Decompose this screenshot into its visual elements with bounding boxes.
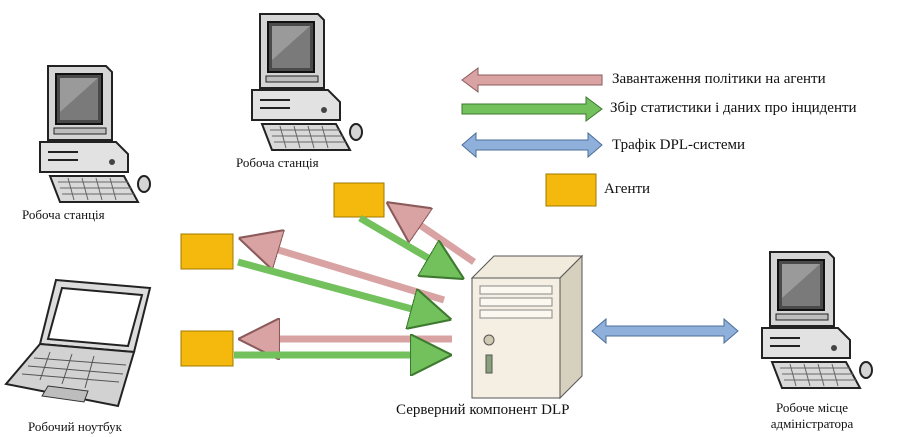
admin-workstation-icon: [761, 251, 873, 389]
legend-stats-label: Збір статистики і даних про інциденти: [610, 100, 857, 116]
admin-label-line1: Робоче місце: [775, 400, 849, 415]
workstation-left-label: Робоча станція: [22, 207, 105, 222]
workstation-left-icon: [39, 65, 151, 203]
legend-agents-label: Агенти: [604, 181, 651, 197]
policy-arrow-top: [398, 210, 476, 265]
legend-traffic-arrow: [461, 131, 603, 159]
workstation-top-icon: [251, 13, 363, 151]
agent-box-bottom: [180, 330, 234, 367]
dlp-traffic-arrow: [591, 317, 739, 345]
agent-box-middle: [180, 233, 234, 270]
server-icon: [470, 254, 584, 400]
laptop-label: Робочий ноутбук: [28, 419, 122, 434]
workstation-top-label: Робоча станція: [236, 155, 319, 170]
legend-policy-label: Завантаження політики на агенти: [612, 71, 826, 87]
legend-policy-arrow: [461, 67, 603, 93]
server-label: Серверний компонент DLP: [396, 402, 570, 418]
laptop-icon: [5, 279, 151, 407]
stats-arrow-top: [358, 214, 452, 272]
agent-box-top: [333, 182, 385, 218]
legend-traffic-label: Трафік DPL-системи: [612, 137, 746, 153]
legend-stats-arrow: [461, 96, 603, 122]
stats-arrow-middle: [237, 258, 438, 316]
admin-label-line2: адміністратора: [770, 416, 854, 431]
legend-agent-box: [545, 173, 597, 207]
